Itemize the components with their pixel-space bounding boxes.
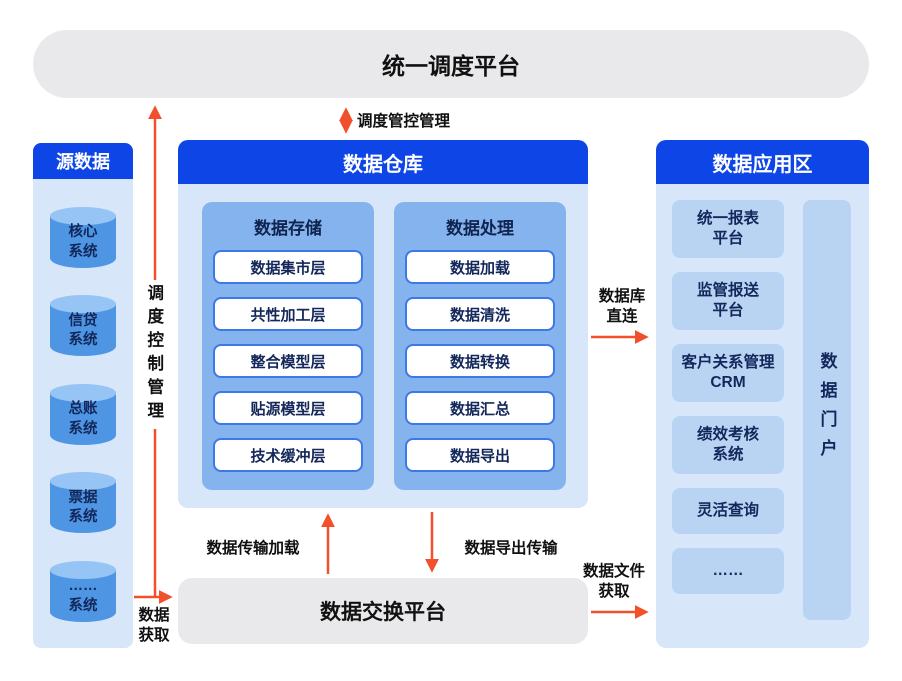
- file-fetch-label-line1: 数据文件: [582, 563, 645, 580]
- processing-step-clean: 数据清洗: [405, 297, 555, 331]
- data-warehouse-panel: 数据存储 数据集市层 共性加工层 整合模型层 贴源模型层 技术缓冲层 数据处理 …: [178, 184, 588, 508]
- db-direct-label-line2: 直连: [606, 308, 638, 326]
- app-item-label: 客户关系管理: [681, 353, 775, 371]
- app-item-crm: 客户关系管理 CRM: [672, 344, 784, 402]
- system-label: 系统: [68, 243, 98, 260]
- db-direct-label-line1: 数据库: [598, 288, 646, 305]
- database-cylinder-other-system: …… 系统: [50, 560, 116, 622]
- database-cylinder-credit-system: 信贷 系统: [50, 295, 116, 356]
- data-processing-title: 数据处理: [446, 219, 514, 238]
- system-label: 系统: [68, 597, 98, 614]
- scheduling-control-label: 调度管控管理: [357, 113, 451, 130]
- storage-layer-data-mart: 数据集市层: [213, 250, 363, 284]
- data-warehouse-header: 数据仓库: [178, 140, 588, 184]
- processing-step-aggregate: 数据汇总: [405, 391, 555, 425]
- app-item-more: ……: [672, 548, 784, 594]
- app-item-regulatory-reporting-platform: 监管报送 平台: [672, 272, 784, 330]
- app-item-label: 监管报送: [696, 281, 759, 299]
- system-label: 总账: [68, 401, 98, 418]
- system-label: ……: [68, 578, 98, 595]
- dispatch-control-vertical-label: 调度控制管理: [140, 280, 166, 429]
- storage-layer-common-processing: 共性加工层: [213, 297, 363, 331]
- app-item-label: 系统: [712, 446, 744, 463]
- processing-step-export: 数据导出: [405, 438, 555, 472]
- database-cylinder-bill-system: 票据 系统: [50, 472, 116, 533]
- system-label: 系统: [68, 420, 98, 437]
- data-storage-subpanel: 数据存储 数据集市层 共性加工层 整合模型层 贴源模型层 技术缓冲层: [202, 202, 374, 490]
- system-label: 系统: [68, 509, 98, 525]
- data-fetch-label-line1: 数据: [138, 607, 170, 624]
- app-item-unified-report-platform: 统一报表 平台: [672, 200, 784, 258]
- app-item-performance-assessment: 绩效考核 系统: [672, 416, 784, 474]
- system-label: 票据: [68, 489, 98, 506]
- unified-scheduling-platform-banner: 统一调度平台: [33, 30, 869, 98]
- transfer-load-label: 数据传输加载: [206, 540, 300, 557]
- file-fetch-label-line2: 获取: [598, 583, 630, 601]
- export-transfer-label: 数据导出传输: [464, 540, 558, 557]
- storage-layer-tech-buffer: 技术缓冲层: [213, 438, 363, 472]
- system-label: 核心: [68, 224, 98, 241]
- processing-step-load: 数据加载: [405, 250, 555, 284]
- data-storage-title: 数据存储: [254, 219, 322, 238]
- system-label: 信贷: [68, 312, 98, 329]
- app-item-label: 灵活查询: [696, 501, 759, 519]
- storage-layer-integration-model: 整合模型层: [213, 344, 363, 378]
- database-cylinder-core-system: 核心 系统: [50, 206, 116, 268]
- data-processing-subpanel: 数据处理 数据加载 数据清洗 数据转换 数据汇总 数据导出: [394, 202, 566, 490]
- data-fetch-label-line2: 获取: [138, 627, 170, 645]
- database-cylinder-ledger-system: 总账 系统: [50, 383, 116, 445]
- processing-step-transform: 数据转换: [405, 344, 555, 378]
- data-portal-bar: 数据门户: [803, 200, 851, 620]
- app-item-label: ……: [712, 561, 744, 579]
- data-application-panel: 统一报表 平台 监管报送 平台 客户关系管理 CRM 绩效考核 系统 灵活查询 …: [656, 184, 869, 648]
- app-item-label: 绩效考核: [696, 425, 759, 443]
- app-item-label: 统一报表: [696, 209, 759, 227]
- data-fetch-label: 数据 获取: [131, 606, 177, 647]
- source-data-header: 源数据: [33, 143, 133, 179]
- file-fetch-label: 数据文件 获取: [578, 562, 650, 603]
- app-item-label: CRM: [710, 374, 746, 391]
- source-data-panel: 核心 系统 信贷 系统 总账 系统 票据 系统 …… 系统: [33, 179, 133, 648]
- app-item-label: 平台: [712, 302, 744, 319]
- application-item-list: 统一报表 平台 监管报送 平台 客户关系管理 CRM 绩效考核 系统 灵活查询 …: [672, 200, 784, 594]
- storage-layer-source-model: 贴源模型层: [213, 391, 363, 425]
- app-item-flexible-query: 灵活查询: [672, 488, 784, 534]
- db-direct-label: 数据库 直连: [586, 287, 658, 328]
- app-item-label: 平台: [712, 230, 744, 247]
- data-exchange-platform-banner: 数据交换平台: [178, 578, 588, 644]
- system-label: 系统: [68, 332, 98, 348]
- data-application-header: 数据应用区: [656, 140, 869, 184]
